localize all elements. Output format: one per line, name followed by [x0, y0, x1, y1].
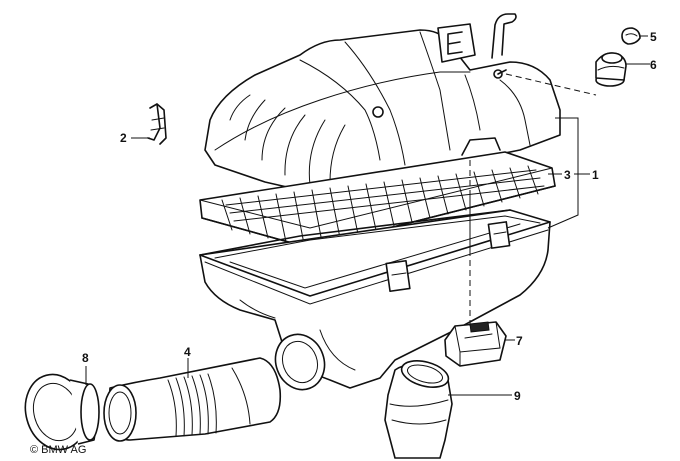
alignment-lines	[469, 73, 597, 330]
callout-2: 2	[120, 131, 127, 145]
callout-4: 4	[184, 345, 191, 359]
intake-hose[interactable]	[103, 357, 282, 442]
filter-pleats	[221, 165, 545, 245]
callout-7: 7	[516, 334, 523, 348]
callout-5: 5	[650, 30, 657, 44]
callout-3: 3	[564, 168, 571, 182]
copyright-notice: © BMW AG	[30, 444, 87, 456]
callout-8: 8	[82, 351, 89, 365]
lower-housing[interactable]	[199, 209, 551, 397]
leader-lines	[85, 35, 650, 396]
callout-6: 6	[650, 58, 657, 72]
intake-funnel[interactable]	[17, 368, 100, 457]
spring-clip[interactable]	[147, 103, 167, 145]
holder[interactable]	[444, 321, 507, 367]
upper-housing-cover[interactable]	[204, 13, 561, 191]
cap[interactable]	[621, 27, 641, 45]
callout-1: 1	[592, 168, 599, 182]
rubber-mount[interactable]	[595, 52, 627, 87]
callout-9: 9	[514, 389, 521, 403]
air-duct[interactable]	[384, 356, 453, 459]
